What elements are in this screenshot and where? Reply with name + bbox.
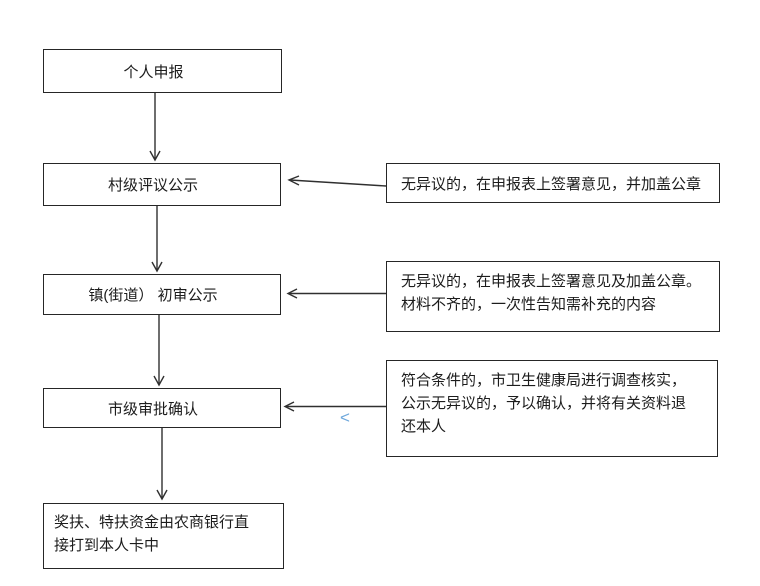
note-city-health-bureau-verification: 符合条件的，市卫生健康局进行调查核实， 公示无异议的，予以确认，并将有关资料退 … bbox=[386, 360, 718, 457]
step-town-initial-review-publicity: 镇(街道） 初审公示 bbox=[43, 274, 281, 315]
step-city-approval-confirmation: 市级审批确认 bbox=[43, 388, 281, 428]
arrow-note3-to-step4 bbox=[283, 401, 386, 412]
note-town-no-objection-incomplete-materials: 无异议的，在申报表上签署意见及加盖公章。 材料不齐的，一次性告知需补充的内容 bbox=[386, 261, 720, 332]
arrow-step2-to-step3 bbox=[151, 206, 163, 273]
note-village-no-objection-seal: 无异议的，在申报表上签署意见，并加盖公章 bbox=[386, 163, 720, 203]
arrow-note1-to-step2 bbox=[287, 175, 387, 187]
arrow-step3-to-step4 bbox=[153, 315, 165, 387]
step-funds-paid-to-personal-card: 奖扶、特扶资金由农商银行直 接打到本人卡中 bbox=[43, 503, 284, 569]
arrow-step4-to-step5 bbox=[156, 428, 168, 501]
step-personal-declaration: 个人申报 bbox=[43, 49, 282, 93]
arrow-step1-to-step2 bbox=[149, 93, 161, 162]
step-village-review-publicity: 村级评议公示 bbox=[43, 163, 281, 206]
stray-angle-bracket-char: < bbox=[340, 408, 350, 427]
arrow-note2-to-step3 bbox=[286, 288, 386, 299]
